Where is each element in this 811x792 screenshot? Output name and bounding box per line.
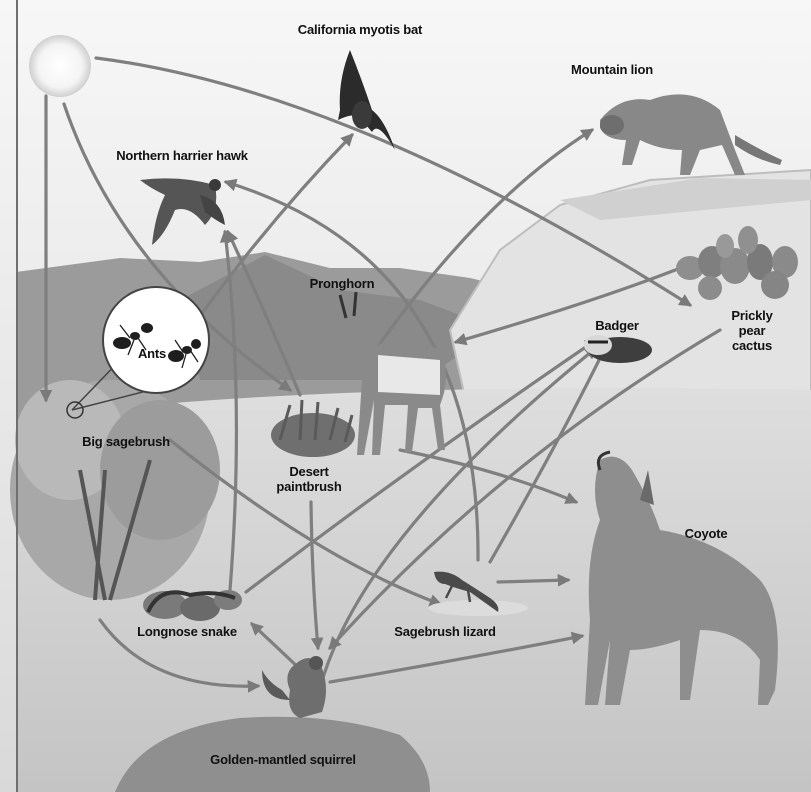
label-hawk: Northern harrier hawk (116, 148, 248, 163)
label-sagebrush: Big sagebrush (82, 434, 170, 449)
label-pronghorn: Pronghorn (310, 276, 375, 291)
label-cactus-line2: cactus (723, 338, 782, 353)
label-lizard: Sagebrush lizard (394, 624, 496, 639)
label-paintbrush-line2: paintbrush (276, 479, 341, 494)
label-cactus-line1: Prickly pear (723, 308, 782, 338)
label-bat: California myotis bat (298, 22, 422, 37)
label-paintbrush-line1: Desert (276, 464, 341, 479)
label-snake: Longnose snake (137, 624, 237, 639)
arrow-lizard-to-coyote (498, 580, 568, 582)
label-squirrel: Golden-mantled squirrel (210, 752, 356, 767)
left-frame-line (16, 0, 18, 792)
label-mountain-lion: Mountain lion (571, 62, 653, 77)
label-badger: Badger (595, 318, 639, 333)
label-cactus: Prickly pear cactus (723, 308, 782, 353)
label-ants: Ants (138, 346, 166, 361)
label-coyote: Coyote (685, 526, 728, 541)
sun-icon (29, 35, 91, 97)
label-paintbrush: Desert paintbrush (276, 464, 341, 494)
